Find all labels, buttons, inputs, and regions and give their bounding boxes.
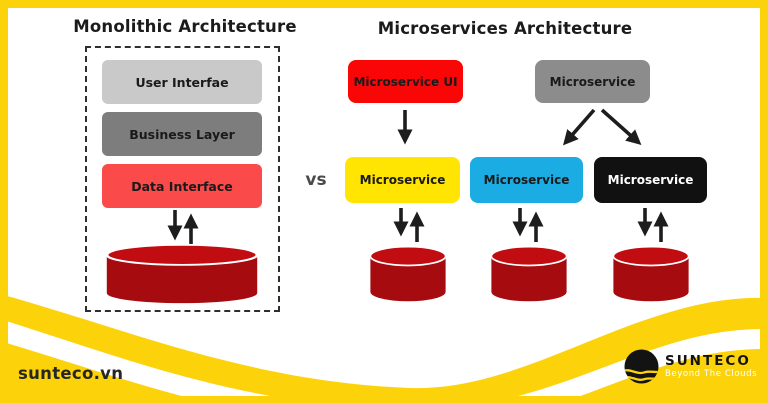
footer-wave: [0, 294, 768, 403]
database-cylinder-3: [611, 245, 691, 303]
frame-left: [0, 0, 8, 403]
frame-top: [0, 0, 768, 8]
wave-white-stripe: [0, 319, 768, 403]
microservices-title: Microservices Architecture: [377, 19, 633, 38]
database-cylinder-2: [489, 245, 569, 303]
layer-business-layer: Business Layer: [102, 112, 262, 156]
logo-text: SUNTECO Beyond The Clouds: [665, 352, 758, 380]
sunteco-logo: SUNTECO Beyond The Clouds: [624, 348, 757, 385]
box-microservice-black: Microservice: [594, 157, 707, 203]
wave-yellow-shape: [0, 294, 768, 403]
box-microservice-ui: Microservice UI: [348, 60, 463, 103]
layer-user-interface: User Interfae: [102, 60, 262, 104]
frame-right: [760, 0, 768, 403]
monolithic-title: Monolithic Architecture: [73, 17, 297, 36]
box-microservice-yellow: Microservice: [345, 157, 460, 203]
frame-bottom: [0, 396, 768, 403]
brand-tagline: Beyond The Clouds: [665, 369, 758, 380]
arrow-top-to-cyan-microservice: [563, 108, 596, 146]
arrow-top-to-black-microservice: [600, 108, 642, 146]
sunteco-ball-icon: [624, 349, 659, 384]
database-cylinder-monolith: [102, 243, 262, 305]
vs-label: vs: [305, 170, 327, 190]
box-microservice-cyan: Microservice: [470, 157, 583, 203]
website-label: sunteco.vn: [18, 364, 124, 383]
monolith-boundary-box: [85, 46, 280, 312]
brand-name: SUNTECO: [665, 352, 751, 369]
box-microservice-top: Microservice: [535, 60, 650, 103]
layer-data-interface: Data Interface: [102, 164, 262, 208]
database-cylinder-1: [368, 245, 448, 303]
